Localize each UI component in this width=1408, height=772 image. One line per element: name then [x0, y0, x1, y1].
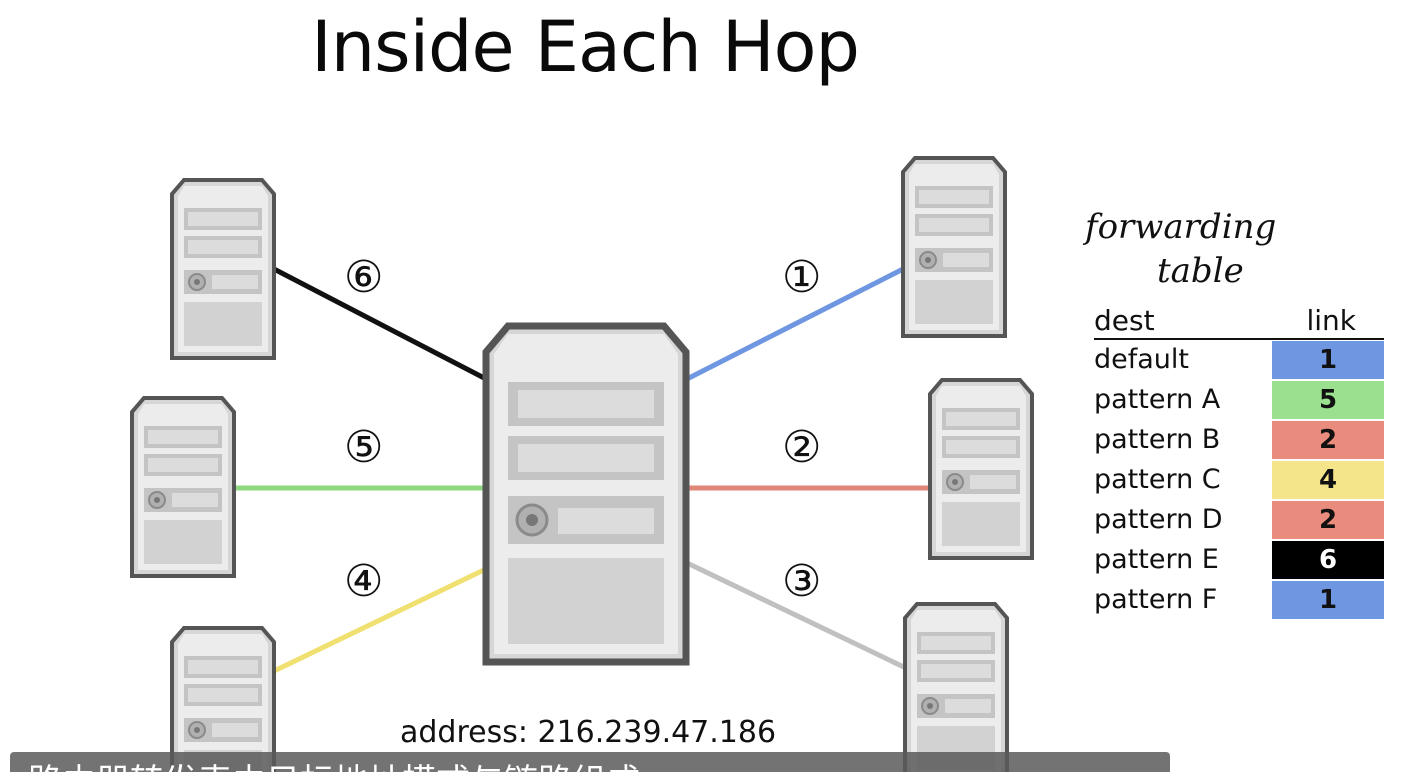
- page-title: Inside Each Hop: [311, 6, 860, 88]
- link-label-3: ③: [782, 556, 822, 607]
- table-row: default 1: [1094, 340, 1384, 380]
- row-link: 2: [1272, 421, 1384, 459]
- link-line-4: [270, 565, 490, 675]
- row-dest: pattern A: [1094, 384, 1221, 415]
- row-dest: pattern B: [1094, 424, 1221, 455]
- table-row: pattern A 5: [1094, 380, 1384, 420]
- server-link-1: [901, 156, 1007, 338]
- row-dest: default: [1094, 344, 1190, 375]
- row-link: 1: [1272, 581, 1384, 619]
- row-link: 6: [1272, 541, 1384, 579]
- link-label-2: ②: [782, 422, 822, 473]
- link-label-5: ⑤: [344, 422, 384, 473]
- link-line-1: [683, 265, 907, 383]
- row-link: 1: [1272, 341, 1384, 379]
- server-link-4: [170, 626, 276, 772]
- table-header: dest link: [1094, 304, 1384, 340]
- header-link: link: [1306, 304, 1356, 337]
- header-dest: dest: [1094, 304, 1155, 337]
- table-row: pattern D 2: [1094, 500, 1384, 540]
- row-link: 4: [1272, 461, 1384, 499]
- server-link-2: [928, 378, 1034, 560]
- row-dest: pattern D: [1094, 504, 1223, 535]
- handwritten-line-2: table: [1157, 251, 1244, 291]
- handwritten-line-1: forwarding: [1085, 207, 1277, 247]
- row-dest: pattern F: [1094, 584, 1218, 615]
- router-address: address: 216.239.47.186: [400, 715, 777, 750]
- row-dest: pattern E: [1094, 544, 1219, 575]
- handwritten-note: forwarding table: [1085, 205, 1325, 305]
- video-subtitle: 路由器转发表由目标地址模式与链路组成: [10, 752, 1170, 772]
- server-link-5: [130, 396, 236, 578]
- central-router: [482, 322, 690, 666]
- link-line-6: [270, 265, 490, 383]
- server-link-3: [903, 602, 1009, 772]
- link-label-4: ④: [344, 556, 384, 607]
- link-line-3: [683, 559, 912, 673]
- forwarding-table: dest link default 1 pattern A 5 pattern …: [1094, 304, 1384, 620]
- row-link: 5: [1272, 381, 1384, 419]
- table-row: pattern E 6: [1094, 540, 1384, 580]
- table-row: pattern C 4: [1094, 460, 1384, 500]
- link-label-6: ⑥: [344, 252, 384, 303]
- link-label-1: ①: [782, 252, 822, 303]
- row-link: 2: [1272, 501, 1384, 539]
- row-dest: pattern C: [1094, 464, 1221, 495]
- table-row: pattern F 1: [1094, 580, 1384, 620]
- server-link-6: [170, 178, 276, 360]
- table-row: pattern B 2: [1094, 420, 1384, 460]
